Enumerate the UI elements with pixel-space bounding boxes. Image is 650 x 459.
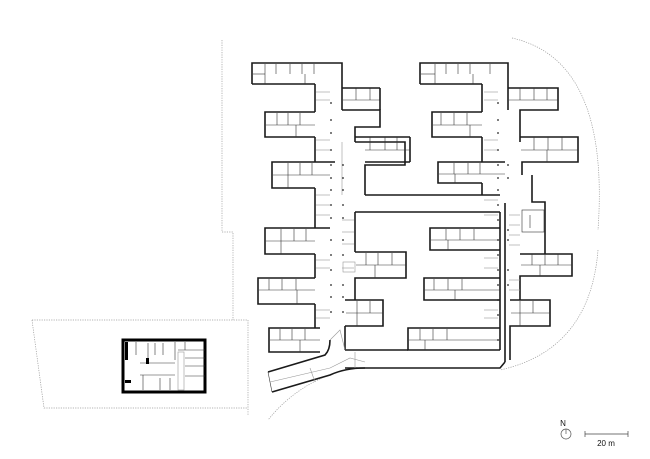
- central-corridor: [341, 87, 500, 350]
- main-building-right-wing: [419, 62, 579, 362]
- scale-bar: 20 m: [584, 431, 629, 448]
- site-boundary: [31, 37, 600, 421]
- annex-building: [121, 338, 207, 394]
- scale-label: 20 m: [597, 439, 615, 448]
- north-arrow: N: [560, 419, 572, 440]
- courtyard-wings: [345, 212, 501, 351]
- main-building-left-wing: [251, 62, 343, 353]
- structural-columns: [330, 102, 509, 341]
- north-label: N: [560, 419, 566, 428]
- entrance-ramp: [267, 329, 506, 393]
